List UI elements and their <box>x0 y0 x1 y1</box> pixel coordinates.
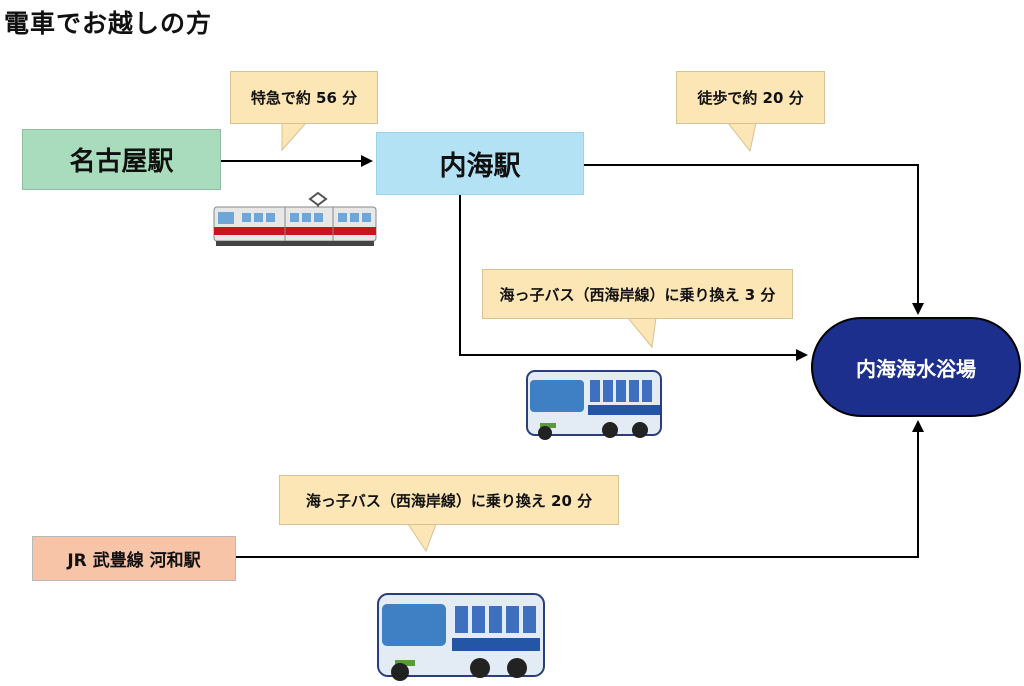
callout-express-time: 特急で約 56 分 <box>230 71 378 124</box>
page-title: 電車でお越しの方 <box>4 9 213 38</box>
bus-illustration <box>377 593 545 681</box>
callout-bus-20min: 海っ子バス（西海岸線）に乗り換え 20 分 <box>279 475 619 525</box>
node-utsumi-beach: 内海海水浴場 <box>811 317 1021 417</box>
train-illustration <box>213 191 377 246</box>
bus-illustration <box>526 370 662 440</box>
arrow-utsumi-beach-walk <box>584 164 924 315</box>
node-nagoya-station: 名古屋駅 <box>22 129 221 190</box>
arrow-utsumi-beach-bus <box>459 195 808 361</box>
node-jr-kowa-station: JR 武豊線 河和駅 <box>32 536 236 581</box>
arrow-jr-beach <box>236 420 924 558</box>
node-utsumi-station: 内海駅 <box>376 132 584 195</box>
callout-tail <box>726 122 757 153</box>
callout-tail <box>626 317 657 349</box>
callout-tail <box>407 523 437 553</box>
callout-bus-3min: 海っ子バス（西海岸線）に乗り換え 3 分 <box>482 269 793 319</box>
callout-tail <box>281 122 308 152</box>
callout-walk-time: 徒歩で約 20 分 <box>676 71 825 124</box>
